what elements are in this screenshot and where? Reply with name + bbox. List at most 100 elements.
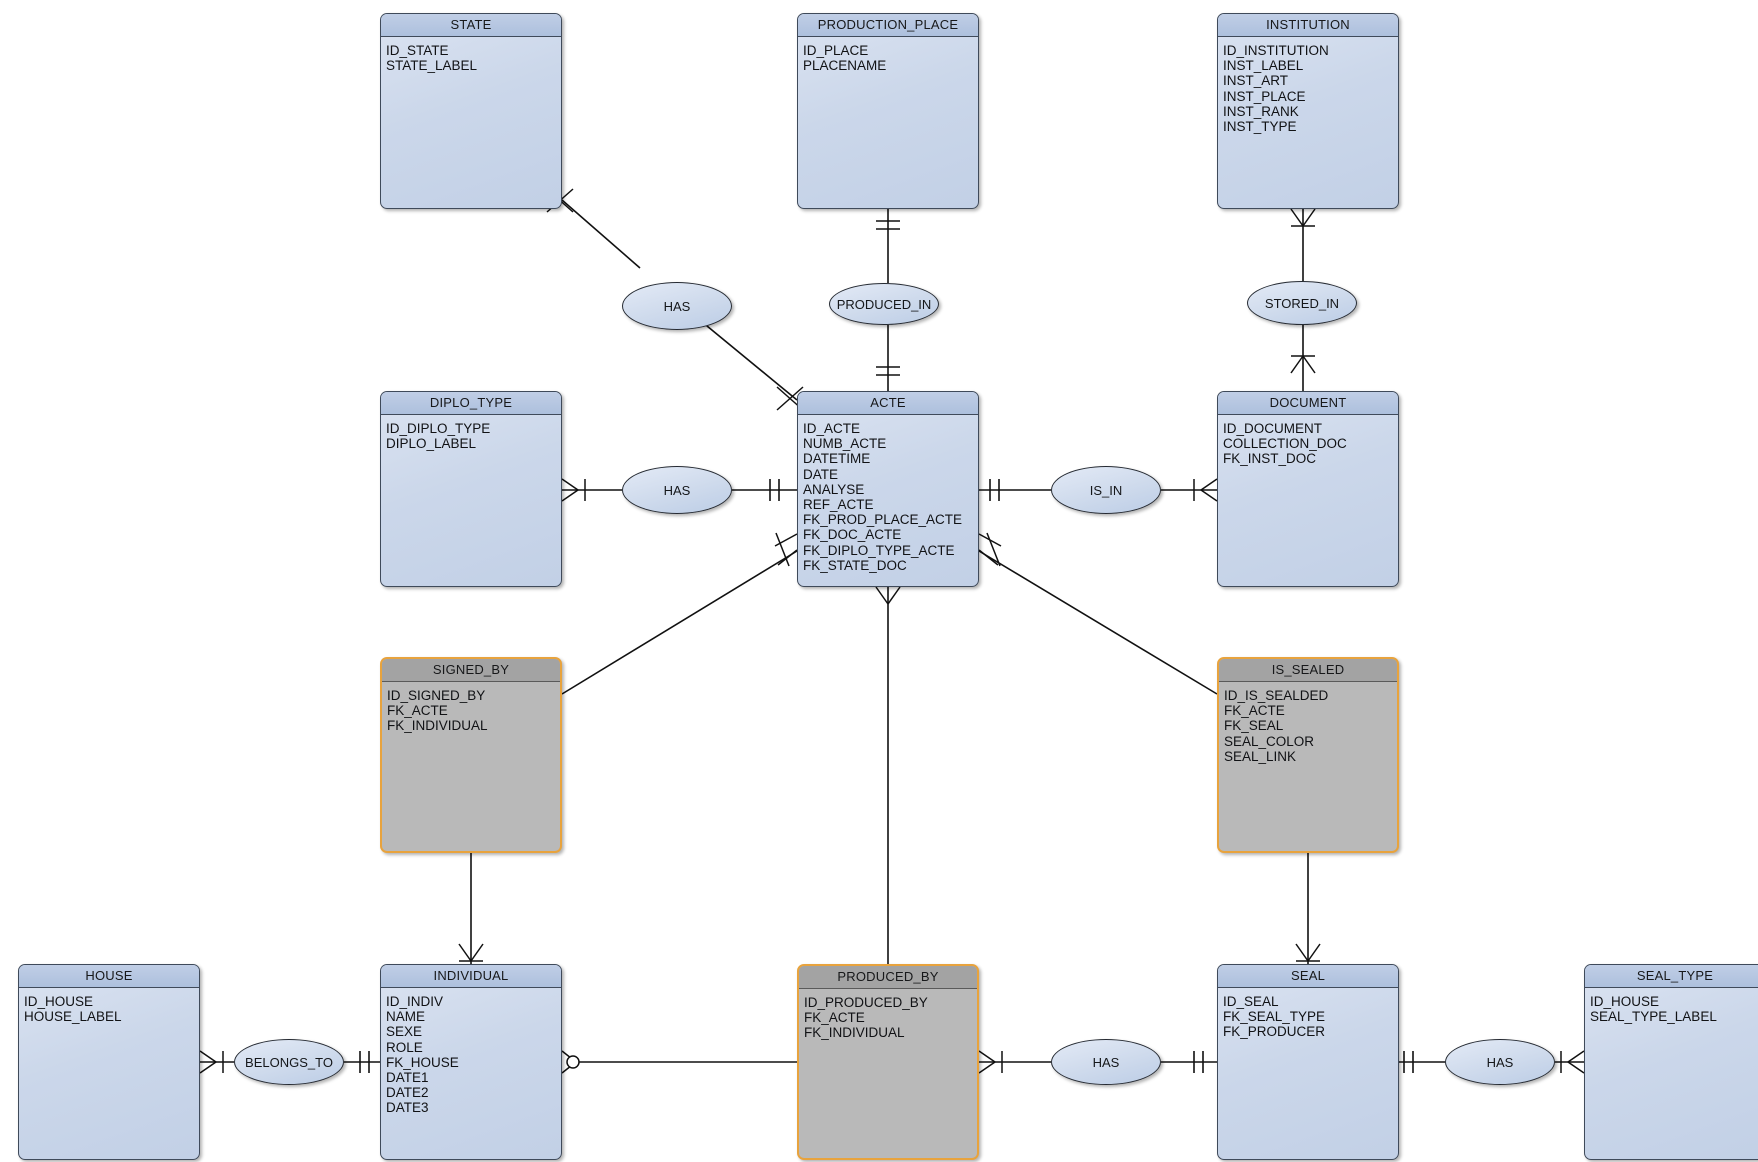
line-signedby-acte: [561, 550, 798, 695]
card-individual-one-one: [359, 1051, 370, 1073]
field-row: FK_ACTE: [387, 703, 448, 719]
field-row: ANALYSE: [803, 481, 865, 497]
entity-title-diplo_type: DIPLO_TYPE: [381, 392, 561, 415]
relationship-rel_produced_in[interactable]: PRODUCED_IN: [829, 283, 939, 325]
field-row: REF_ACTE: [803, 497, 874, 513]
relationship-rel_belongs_to[interactable]: BELONGS_TO: [234, 1039, 344, 1085]
relationship-label: HAS: [1092, 1054, 1120, 1070]
relationship-label: HAS: [663, 298, 691, 314]
field-row: DATE3: [386, 1100, 429, 1116]
field-row: DATETIME: [803, 451, 871, 467]
field-row: FK_SEAL_TYPE: [1223, 1009, 1326, 1025]
field-row: FK_INST_DOC: [1223, 451, 1317, 467]
field-row: SEAL_COLOR: [1224, 733, 1315, 749]
field-row: INST_TYPE: [1223, 119, 1297, 135]
relationship-rel_has_prod[interactable]: HAS: [1051, 1039, 1161, 1085]
relationship-rel_is_in[interactable]: IS_IN: [1051, 466, 1161, 514]
field-row: COLLECTION_DOC: [1223, 436, 1347, 452]
field-row: INST_LABEL: [1223, 58, 1304, 74]
field-row: INST_ART: [1223, 73, 1289, 89]
field-row: ID_PRODUCED_BY: [804, 995, 928, 1010]
field-row: ID_DIPLO_TYPE: [386, 421, 491, 436]
entity-title-individual: INDIVIDUAL: [381, 965, 561, 988]
entity-title-is_sealed: IS_SEALED: [1219, 659, 1397, 682]
entity-title-produced_by: PRODUCED_BY: [799, 966, 977, 989]
field-row: SEXE: [386, 1024, 423, 1040]
field-row: INST_PLACE: [1223, 88, 1306, 104]
line-state-has: [561, 199, 641, 269]
crowfoot-individual-signedby: [458, 943, 484, 962]
relationship-rel_stored_in[interactable]: STORED_IN: [1247, 281, 1357, 325]
field-row: ID_DOCUMENT: [1223, 421, 1323, 436]
line-issealed-acte: [978, 550, 1218, 695]
field-row: ID_HOUSE: [24, 994, 94, 1009]
entity-title-institution: INSTITUTION: [1218, 14, 1398, 37]
field-row: ID_INDIV: [386, 994, 444, 1009]
relationship-rel_has_seal[interactable]: HAS: [1445, 1039, 1555, 1085]
field-row: ID_SEAL: [1223, 994, 1279, 1009]
entity-title-state: STATE: [381, 14, 561, 37]
entity-title-document: DOCUMENT: [1218, 392, 1398, 415]
field-row: FK_PROD_PLACE_ACTE: [803, 512, 963, 528]
field-row: SEAL_LINK: [1224, 748, 1297, 764]
field-row: ID_ACTE: [803, 421, 861, 436]
field-row: ID_SIGNED_BY: [387, 688, 486, 703]
entity-title-seal_type: SEAL_TYPE: [1585, 965, 1758, 988]
entity-title-house: HOUSE: [19, 965, 199, 988]
card-seal-one-one-left: [1193, 1051, 1204, 1073]
relationship-label: IS_IN: [1089, 482, 1123, 498]
field-row: FK_INDIVIDUAL: [804, 1025, 905, 1041]
field-row: FK_ACTE: [804, 1010, 865, 1026]
relationship-rel_has_state[interactable]: HAS: [622, 282, 732, 330]
entity-title-production_place: PRODUCTION_PLACE: [798, 14, 978, 37]
field-row: FK_INDIVIDUAL: [387, 718, 488, 734]
card-sealtype-crow-one: [1560, 1050, 1585, 1074]
field-row: STATE_LABEL: [386, 58, 478, 74]
field-row: SEAL_TYPE_LABEL: [1590, 1009, 1717, 1025]
crowfoot-acte-producedby-top: [875, 586, 901, 605]
card-producedby-crow-one: [978, 1050, 1003, 1074]
relationship-label: HAS: [663, 482, 691, 498]
crowfoot-seal-issealed: [1295, 943, 1321, 962]
card-place-one-one: [876, 220, 900, 230]
relationship-rel_has_diplo[interactable]: HAS: [622, 466, 732, 514]
field-row: FK_SEAL: [1224, 718, 1284, 734]
field-row: ROLE: [386, 1039, 423, 1055]
crowfoot-acte-issealed: [978, 532, 1002, 567]
card-acte-one-one-top: [876, 366, 900, 376]
field-row: ID_INSTITUTION: [1223, 43, 1329, 58]
crowfoot-institution: [1290, 208, 1316, 227]
field-row: INST_RANK: [1223, 103, 1299, 119]
field-row: DATE2: [386, 1085, 429, 1101]
relationship-label: BELONGS_TO: [245, 1054, 333, 1070]
card-diplotype-crow-one: [561, 478, 586, 502]
field-row: FK_PRODUCER: [1223, 1024, 1326, 1040]
crowfoot-document-top: [1290, 355, 1316, 374]
field-row: DIPLO_LABEL: [386, 436, 477, 452]
entity-title-signed_by: SIGNED_BY: [382, 659, 560, 682]
relationship-label: HAS: [1486, 1054, 1514, 1070]
field-row: ID_IS_SEALDED: [1224, 688, 1329, 703]
field-row: PLACENAME: [803, 58, 887, 74]
card-seal-one-one-right: [1403, 1051, 1414, 1073]
